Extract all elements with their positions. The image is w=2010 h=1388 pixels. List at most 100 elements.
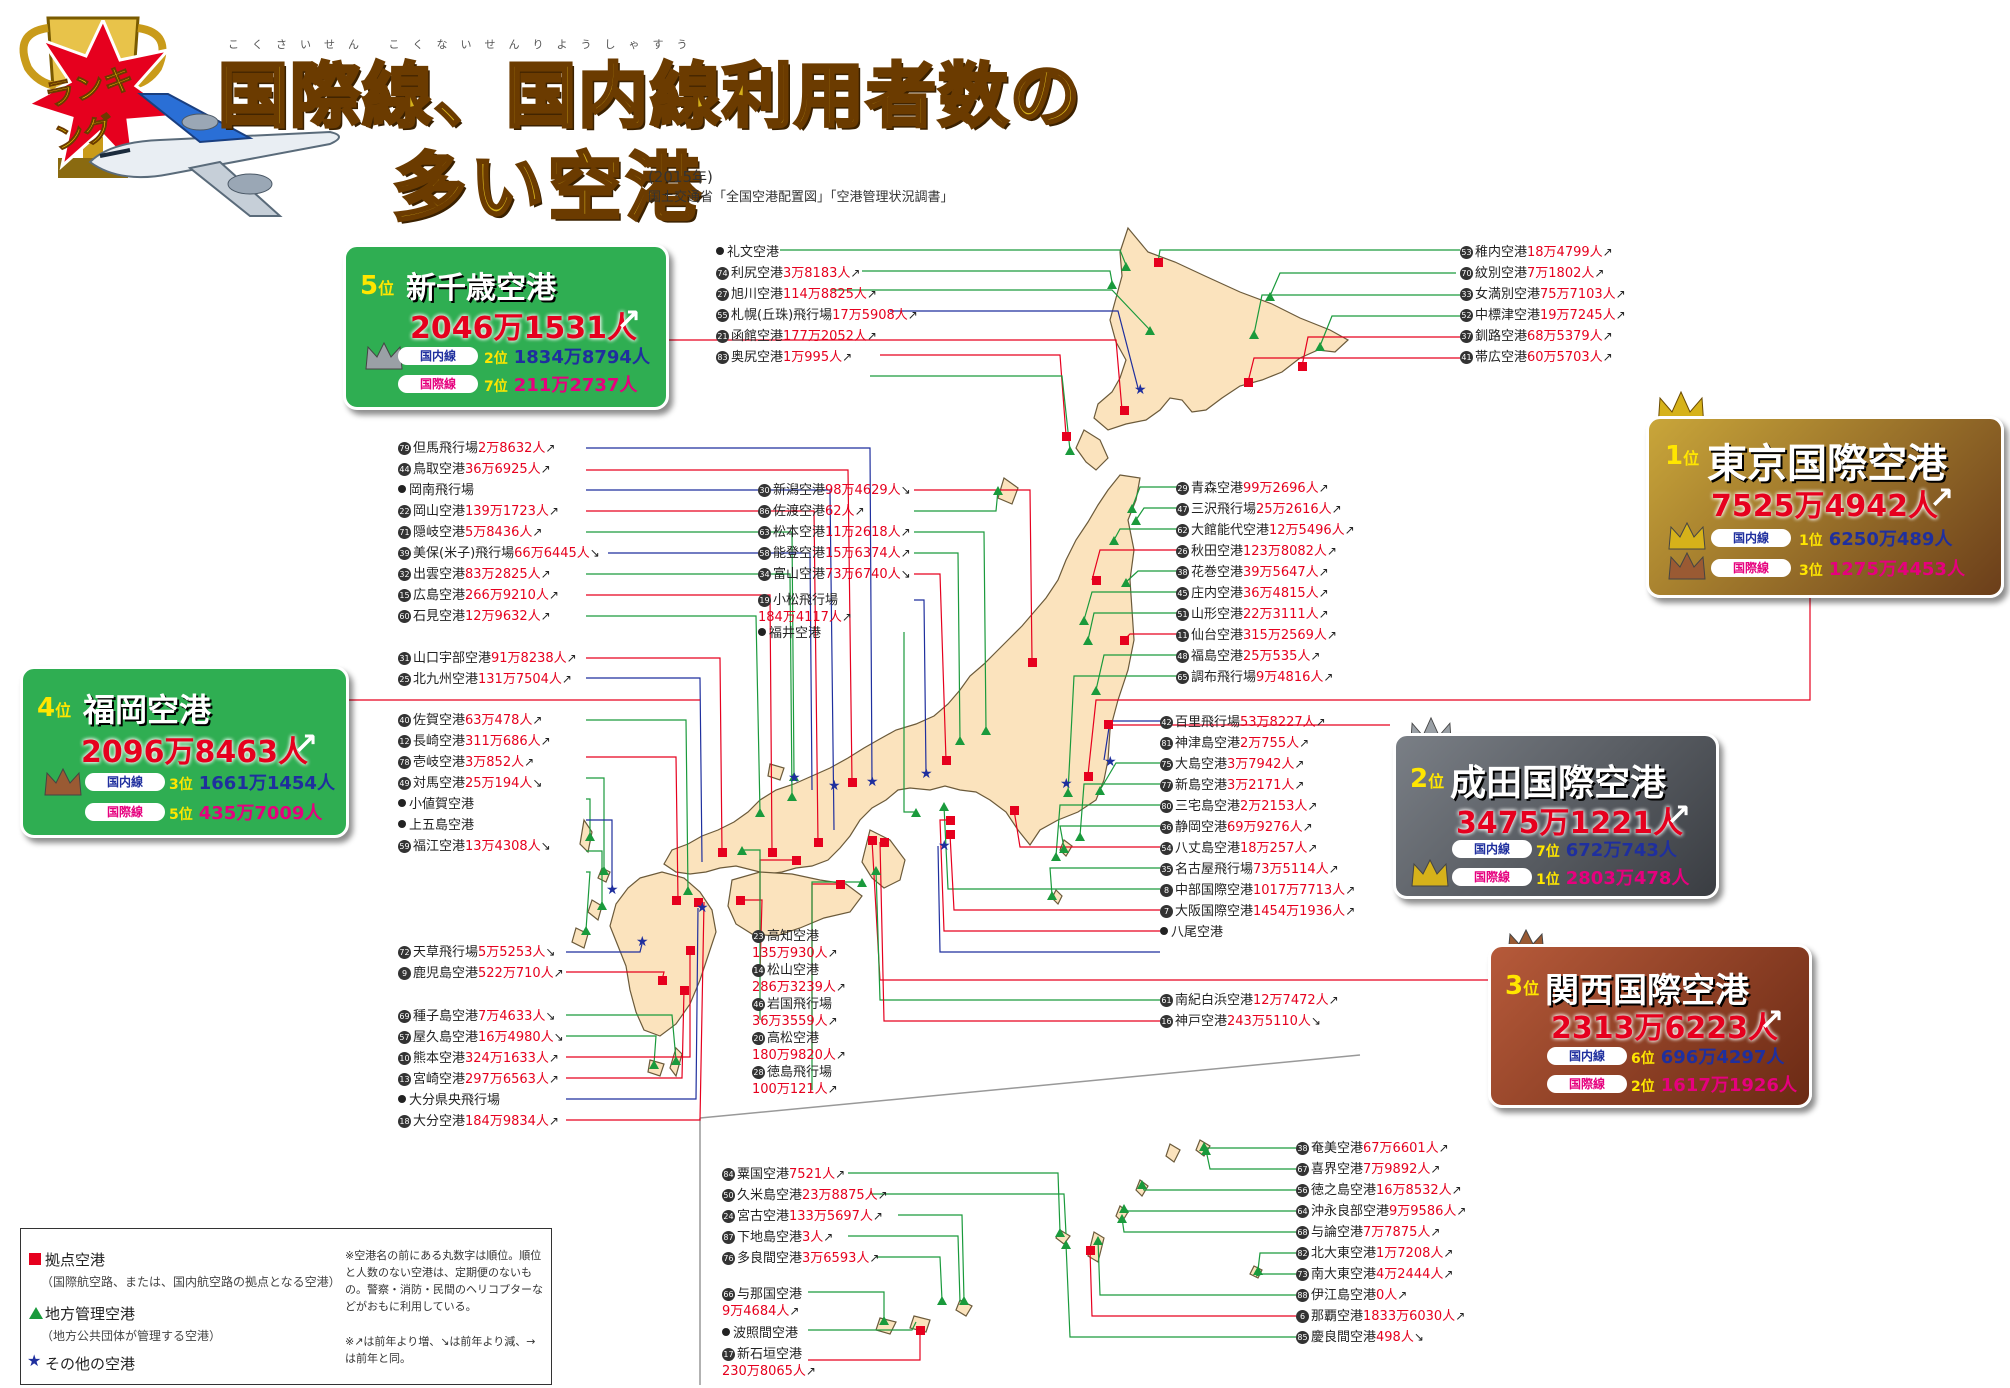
airport-name: 多良間空港 xyxy=(737,1251,803,1266)
trend-arrow-icon: ↗ xyxy=(1315,715,1326,729)
rank-number-badge: 21 xyxy=(716,330,729,343)
passenger-count: 25万2616人↗ xyxy=(1256,502,1342,517)
trend-arrow-icon: ↗ xyxy=(1451,1183,1462,1197)
total-count: 2313万6223人 xyxy=(1551,1011,1778,1046)
rank-number-badge: 16 xyxy=(1160,1015,1173,1028)
airport-name: 静岡空港 xyxy=(1175,820,1228,835)
passenger-count: 243万5110人↘ xyxy=(1227,1014,1321,1029)
trend-arrow-icon: ↗ xyxy=(1443,1246,1454,1260)
passenger-count: 11万2618人↗ xyxy=(825,525,911,540)
rank-number-badge: 35 xyxy=(1160,863,1173,876)
trend-arrow-icon: ↗ xyxy=(1328,862,1339,876)
rank-number-badge: 86 xyxy=(758,505,771,518)
legend: 拠点空港 （国際航空路、または、国内航空路の拠点となる空港） 地方管理空港 （地… xyxy=(20,1228,552,1385)
airport-name: 新潟空港 xyxy=(773,483,826,498)
rank-number-badge: 30 xyxy=(758,484,771,497)
airport-name: 女満別空港 xyxy=(1475,287,1541,302)
trend-arrow-icon: ↗ xyxy=(866,287,877,301)
year-label: (2015年) xyxy=(648,168,713,186)
passenger-count: 498人↘ xyxy=(1376,1330,1424,1345)
trend-arrow-icon: ↗ xyxy=(1594,266,1605,280)
airport-name: 新島空港 xyxy=(1175,778,1228,793)
rank-number-badge: 66 xyxy=(722,1288,735,1301)
passenger-count: 3万8183人↗ xyxy=(783,266,861,281)
airport-name: 山形空港 xyxy=(1191,607,1244,622)
airport-name: 岡山空港 xyxy=(413,504,466,519)
legend-hub-sub: （国際航空路、または、国内航空路の拠点となる空港） xyxy=(41,1275,341,1289)
trend-arrow-icon: ↗ xyxy=(1294,757,1305,771)
trend-arrow-icon: ↗ xyxy=(1345,904,1356,918)
rank-number-badge: 42 xyxy=(1160,716,1173,729)
airport-name: 三沢飛行場 xyxy=(1191,502,1257,517)
airport-name: 鳥取空港 xyxy=(413,462,466,477)
rank-number-badge: 22 xyxy=(398,505,411,518)
airport-label: 上五島空港 xyxy=(398,817,474,834)
passenger-count: 133万5697人↗ xyxy=(789,1209,883,1224)
airport-label: 八尾空港 xyxy=(1160,924,1223,941)
passenger-count: 15万6374人↗ xyxy=(825,546,911,561)
airport-name: 美保(米子)飛行場 xyxy=(413,546,515,561)
airport-name: 天草飛行場 xyxy=(413,945,479,960)
rank-number-badge: 76 xyxy=(722,1252,735,1265)
passenger-count: 12万9632人↗ xyxy=(465,609,551,624)
trend-arrow-icon: ↗ xyxy=(1307,841,1318,855)
airport-name: 但馬飛行場 xyxy=(413,441,479,456)
airport-name: 南紀白浜空港 xyxy=(1175,993,1254,1008)
trend-arrow-icon: ↗ xyxy=(545,441,556,455)
airport-name: 広島空港 xyxy=(413,588,466,603)
airport-name: 波照間空港 xyxy=(733,1326,799,1341)
airport-name: 帯広空港 xyxy=(1475,350,1528,365)
rank-number-badge: 38 xyxy=(1296,1142,1309,1155)
rank-number-badge: 24 xyxy=(722,1210,735,1223)
passenger-count: 68万5379人↗ xyxy=(1527,329,1613,344)
trend-arrow-icon: ↗ xyxy=(540,609,551,623)
rank-number-badge: 45 xyxy=(1176,587,1189,600)
airport-name: 花巻空港 xyxy=(1191,565,1244,580)
rank-number-badge: 32 xyxy=(398,568,411,581)
trend-arrow-icon: ↗ xyxy=(1602,350,1613,364)
rank-number-badge: 70 xyxy=(1460,267,1473,280)
airport-name: 岡南飛行場 xyxy=(409,483,475,498)
trend-arrow-icon: ↗ xyxy=(872,1209,883,1223)
rank-number-badge: 54 xyxy=(1160,842,1173,855)
rank-number-badge: 23 xyxy=(752,930,765,943)
passenger-count: 3万7942人↗ xyxy=(1227,757,1305,772)
trend-arrow-icon: ↗ xyxy=(540,734,551,748)
airport-label: 小値賀空港 xyxy=(398,796,474,813)
trend-arrow-icon: ↗ xyxy=(900,546,911,560)
passenger-count: 60万5703人↗ xyxy=(1527,350,1613,365)
rank-number-badge: 9 xyxy=(398,967,411,980)
airport-name: 礼文空港 xyxy=(727,245,780,260)
rank-number-badge: 84 xyxy=(722,1168,735,1181)
airport-name: 宮崎空港 xyxy=(413,1072,466,1087)
airport-name: 屋久島空港 xyxy=(413,1030,479,1045)
passenger-count: 3万852人↗ xyxy=(465,755,535,770)
trend-arrow-icon: ↗ xyxy=(877,1188,888,1202)
airport-name: 那覇空港 xyxy=(1311,1309,1364,1324)
rank-number-badge: 74 xyxy=(716,267,729,280)
svg-text:★: ★ xyxy=(1060,776,1073,792)
airport-name: 佐賀空港 xyxy=(413,713,466,728)
passenger-count: 522万710人↗ xyxy=(478,966,564,981)
trend-arrow-icon: ↗ xyxy=(854,504,865,518)
passenger-count: 9万4684人↗ xyxy=(722,1304,800,1319)
rank-number-badge: 19 xyxy=(758,594,771,607)
rank-number-badge: 40 xyxy=(398,714,411,727)
no-rank-dot-icon xyxy=(716,247,724,255)
